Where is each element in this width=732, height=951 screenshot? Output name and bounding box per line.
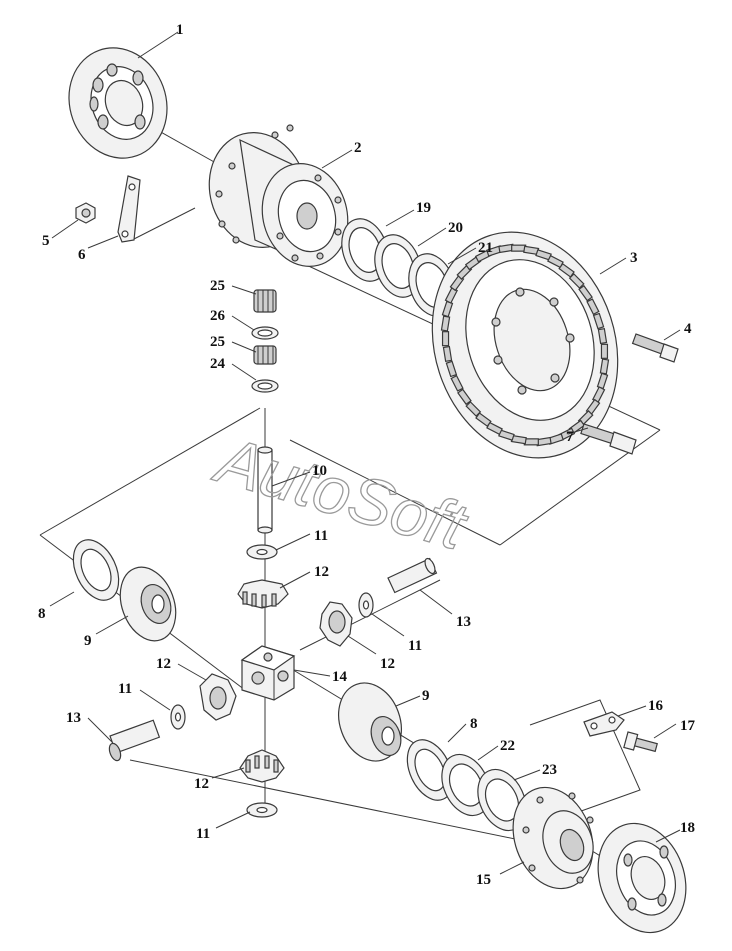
callout-9-left: 9 <box>84 633 92 649</box>
callout-20: 20 <box>448 220 463 236</box>
callout-leader-lines <box>49 31 681 875</box>
ring-gear-tooth <box>578 284 593 302</box>
pinion-gear-12-top <box>237 579 289 609</box>
callout-24: 24 <box>210 356 226 372</box>
callout-12-right: 12 <box>380 656 395 672</box>
callout-13-left: 13 <box>66 710 81 726</box>
callout-16: 16 <box>648 698 664 714</box>
ring-gear-tooth <box>475 412 492 428</box>
pinion-gear-12-bottom <box>239 749 285 783</box>
thrust-washer-11-bottom <box>246 802 278 818</box>
callout-5: 5 <box>42 233 50 249</box>
callout-23: 23 <box>542 762 557 778</box>
callout-4: 4 <box>684 321 692 337</box>
callout-26: 26 <box>210 308 226 324</box>
bolt-4 <box>631 333 679 363</box>
ring-gear-tooth <box>597 328 608 345</box>
callout-22: 22 <box>500 738 515 754</box>
callout-19: 19 <box>416 200 431 216</box>
callout-2: 2 <box>354 140 362 156</box>
bearing-18 <box>597 822 687 934</box>
callout-8-right: 8 <box>470 716 478 732</box>
pinion-shaft-10 <box>257 446 273 534</box>
lock-plate-6 <box>117 175 141 243</box>
side-gear-9-right <box>338 682 402 762</box>
thrust-washer-11-right <box>358 592 374 618</box>
differential-cover-15 <box>512 786 594 890</box>
needle-bearing-25-upper <box>253 289 277 313</box>
callout-11-right: 11 <box>408 638 422 654</box>
watermark-text: AutoSoft <box>206 421 476 564</box>
bolt-17 <box>623 731 658 753</box>
callout-25-lower: 25 <box>210 334 225 350</box>
callout-12-bottom: 12 <box>194 776 209 792</box>
bolt-7 <box>580 423 637 455</box>
ring-gear-tooth <box>450 374 464 392</box>
callout-3: 3 <box>630 250 638 266</box>
callout-11-left: 11 <box>118 681 132 697</box>
ring-gear-tooth <box>600 343 609 359</box>
callout-12-top: 12 <box>314 564 329 580</box>
pinion-gear-12-right <box>319 601 353 647</box>
pinion-gear-12-left <box>199 673 237 721</box>
ring-gear-tooth <box>465 401 482 417</box>
washer-23 <box>477 768 527 832</box>
ring-gear-tooth <box>558 262 575 278</box>
needle-bearing-25-lower <box>253 345 277 365</box>
bearing-1 <box>68 47 168 159</box>
callout-12-left: 12 <box>156 656 171 672</box>
callout-15: 15 <box>476 872 491 888</box>
callout-11-bottom: 11 <box>196 826 210 842</box>
washer-26 <box>251 326 279 340</box>
callout-7: 7 <box>566 429 574 445</box>
ring-gear-tooth <box>568 273 585 289</box>
callout-9-right: 9 <box>422 688 430 704</box>
callout-13-right: 13 <box>456 614 471 630</box>
callout-17: 17 <box>680 718 696 734</box>
thrust-washer-11-left <box>170 704 186 730</box>
side-gear-9-left <box>119 566 177 642</box>
callout-11-top: 11 <box>314 528 328 544</box>
differential-case-2 <box>208 124 349 267</box>
thrust-washer-11-top <box>246 544 278 560</box>
ring-gear-tooth <box>441 331 450 347</box>
washer-22 <box>441 753 491 817</box>
ring-gear-3 <box>431 231 619 459</box>
lock-plate-16 <box>583 711 625 737</box>
callout-numbers: 1 2 3 4 5 6 7 8 8 9 9 10 11 11 11 11 12 … <box>38 22 696 888</box>
ring-gear-tooth <box>457 388 472 406</box>
pin-13-right <box>387 557 438 594</box>
ring-gear-tooth <box>442 345 453 362</box>
callout-21: 21 <box>478 240 493 256</box>
callout-14: 14 <box>332 669 348 685</box>
callout-1: 1 <box>176 22 184 38</box>
washer-24 <box>251 379 279 393</box>
shim-8-left <box>72 539 120 601</box>
spider-block-14 <box>240 645 296 701</box>
callout-18: 18 <box>680 820 695 836</box>
callout-8-left: 8 <box>38 606 46 622</box>
callout-25-upper: 25 <box>210 278 225 294</box>
ring-gear-tooth <box>592 312 605 330</box>
callout-6: 6 <box>78 247 86 263</box>
ring-gear-tooth <box>586 298 600 316</box>
pin-13-left <box>108 719 161 762</box>
callout-10: 10 <box>312 463 327 479</box>
ring-gear-tooth <box>445 360 458 378</box>
nut-5 <box>75 202 96 224</box>
